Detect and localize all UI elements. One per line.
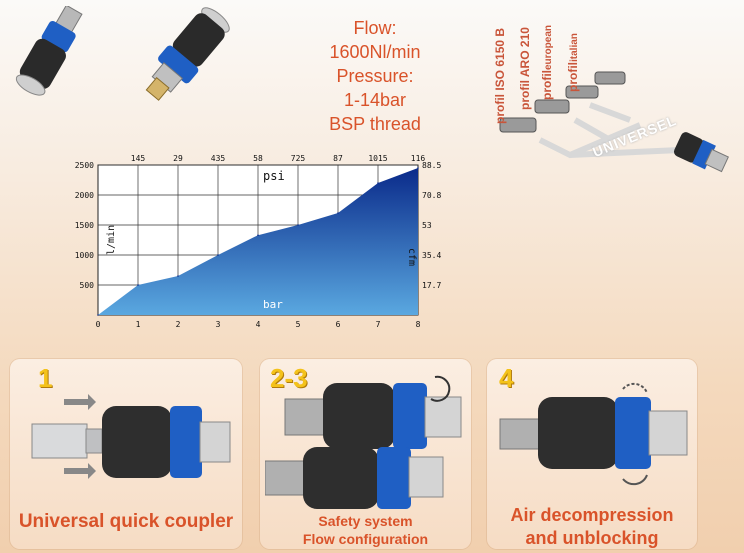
cfm-tick-label: 88.5: [422, 161, 441, 170]
psi-tick-label: 116: [411, 154, 426, 163]
step-caption-2-3-line2: Flow configuration: [302, 531, 429, 547]
step-number-4: 4: [499, 363, 514, 393]
bar-axis-label: bar: [263, 298, 283, 311]
cfm-axis-label: cfm: [406, 248, 417, 266]
step4-illustration: [499, 382, 688, 486]
data-point: [257, 234, 259, 236]
step-number-2-3: 2-3: [270, 363, 308, 393]
x-tick-label: 6: [336, 320, 341, 329]
x-tick-label: 2: [176, 320, 181, 329]
psi-tick-label: 29: [173, 154, 183, 163]
psi-axis-label: psi: [263, 169, 285, 183]
x-tick-label: 4: [256, 320, 261, 329]
profile-iso-label: profil ISO 6150 B: [493, 27, 507, 124]
psi-tick-label: 435: [211, 154, 226, 163]
x-tick-label: 5: [296, 320, 301, 329]
pressure-value: 1-14bar: [343, 90, 407, 110]
step-caption-4-line1: Air decompression: [510, 505, 674, 525]
step-caption-4: Air decompression and unblocking: [487, 504, 697, 550]
x-tick-label: 7: [376, 320, 381, 329]
y-tick-label: 1000: [75, 251, 94, 260]
data-point: [377, 182, 379, 184]
thread-label: BSP thread: [329, 114, 421, 134]
plug-iso: [499, 117, 537, 133]
flow-pressure-chart: 0 1 2 3 4 5 6 7 8 145 29 435 58 725 87 1015 116 500 1000 15…: [75, 154, 442, 329]
step-panel-4: 4 Air decompression and unblocking: [487, 359, 697, 549]
profiles-diagram: profil ISO 6150 B profil ARO 210 profile…: [480, 0, 744, 210]
profiles-lines: [499, 71, 729, 173]
cfm-tick-label: 53: [422, 221, 432, 230]
x-tick-label: 3: [216, 320, 221, 329]
psi-tick-label: 58: [253, 154, 263, 163]
psi-tick-label: 145: [131, 154, 146, 163]
step1-illustration: [31, 394, 231, 479]
cfm-tick-label: 35.4: [422, 251, 441, 260]
data-point: [137, 284, 139, 286]
x-tick-label: 1: [136, 320, 141, 329]
flow-area-series: [98, 168, 418, 315]
psi-tick-label: 725: [291, 154, 306, 163]
y-tick-label: 2000: [75, 191, 94, 200]
coupler-image-right: [145, 7, 230, 101]
coupler-image-left: [15, 6, 83, 96]
y-tick-label: 1500: [75, 221, 94, 230]
psi-tick-label: 1015: [368, 154, 387, 163]
profile-european-label: profileuropean: [540, 24, 554, 100]
lmin-axis-label: l/min: [106, 225, 117, 255]
step-caption-2-3-line1: Safety system: [318, 513, 413, 529]
step-number-1: 1: [38, 363, 53, 393]
cfm-tick-label: 70.8: [422, 191, 441, 200]
profile-aro-label: profil ARO 210: [518, 27, 532, 110]
x-tick-label: 0: [96, 320, 101, 329]
data-point: [297, 224, 299, 226]
step-panel-2-3: 2-3 Safety system Flow configuration: [260, 359, 471, 549]
specs-block: Flow: 1600Nl/min Pressure: 1-14bar BSP t…: [300, 16, 450, 136]
data-point: [337, 212, 339, 214]
psi-tick-label: 87: [333, 154, 343, 163]
step-caption-2-3: Safety system Flow configuration: [260, 512, 471, 548]
profile-italian-label: profilitalian: [566, 33, 580, 92]
data-point: [417, 167, 419, 169]
data-point: [217, 254, 219, 256]
flow-value: 1600Nl/min: [329, 42, 421, 62]
cfm-tick-label: 17.7: [422, 281, 441, 290]
data-point: [177, 275, 179, 277]
pressure-label: Pressure:: [336, 66, 414, 86]
y-tick-label: 2500: [75, 161, 94, 170]
y-tick-label: 500: [80, 281, 95, 290]
step-caption-4-line2: and unblocking: [525, 528, 659, 548]
step-panel-1: 1 Universal quick coupler: [10, 359, 242, 549]
flow-label: Flow:: [353, 18, 397, 38]
step2-3-illustration: [265, 375, 462, 509]
step-caption-1: Universal quick coupler: [18, 511, 234, 532]
data-point: [97, 314, 99, 316]
x-tick-label: 8: [416, 320, 421, 329]
